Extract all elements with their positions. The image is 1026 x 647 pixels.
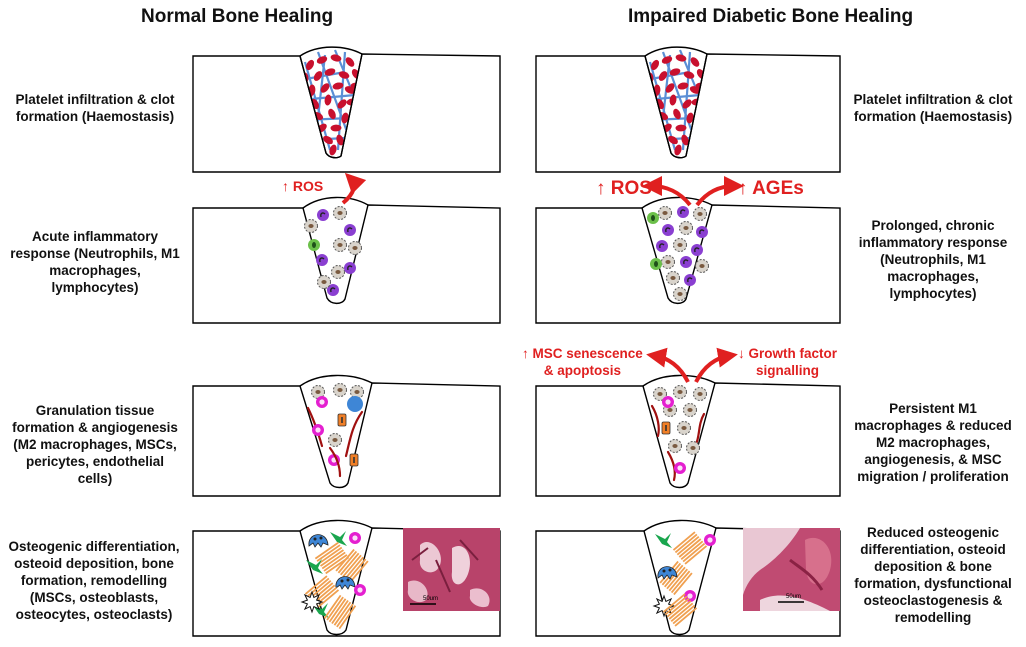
left-stage-4-label: Osteogenic differentiation,osteoid depos…: [8, 539, 180, 622]
right-bone-block-3: [535, 382, 841, 497]
right-inflammatory-cells: [647, 206, 709, 301]
right-growth-arrow: [694, 347, 738, 383]
msc-senescence-annotation: ↑ MSC senescence& apoptosis: [522, 346, 643, 378]
right-stage-2-diagram: [535, 176, 841, 324]
right-blood-clot: [645, 49, 707, 156]
right-granulation-cells: [650, 385, 707, 482]
left-histology-image: [403, 528, 500, 611]
left-osteogenic-cells: [300, 531, 369, 630]
right-stage-4-diagram: [535, 519, 841, 637]
right-scale-bar-label: 50um: [786, 594, 801, 600]
right-osteogenic-cells: [652, 531, 716, 627]
right-histology-image: [743, 528, 840, 611]
ages-annotation: ↑ AGEs: [738, 178, 804, 199]
left-stage-4-diagram: [192, 519, 501, 637]
left-stage-2-diagram: [192, 172, 501, 324]
left-bone-block-3: [192, 382, 501, 497]
right-bone-block-2: [535, 204, 841, 324]
left-stage-1-diagram: [192, 46, 501, 173]
ros-normal-annotation: ↑ ROS: [282, 178, 324, 194]
left-granulation-cells: [306, 383, 364, 478]
right-msc-arrow: [646, 347, 690, 383]
ros-diabetic-annotation: ↑ ROS: [596, 178, 652, 199]
left-bone-block-2: [192, 204, 501, 324]
left-fracture-gap-1: [299, 46, 363, 159]
normal-column-title: Normal Bone Healing: [141, 6, 334, 27]
right-ages-arrow: [695, 176, 744, 207]
left-stage-3-diagram: [192, 374, 501, 497]
right-stage-1-diagram: [535, 46, 841, 173]
diabetic-column-title: Impaired Diabetic Bone Healing: [628, 6, 914, 27]
left-scale-bar-label: 50um: [423, 596, 438, 602]
left-ros-arrow: [341, 172, 367, 205]
right-ros-arrow: [642, 176, 692, 207]
right-fracture-gap-1: [644, 46, 708, 159]
right-stage-3-diagram: [535, 347, 841, 497]
left-inflammatory-cells: [304, 206, 362, 296]
